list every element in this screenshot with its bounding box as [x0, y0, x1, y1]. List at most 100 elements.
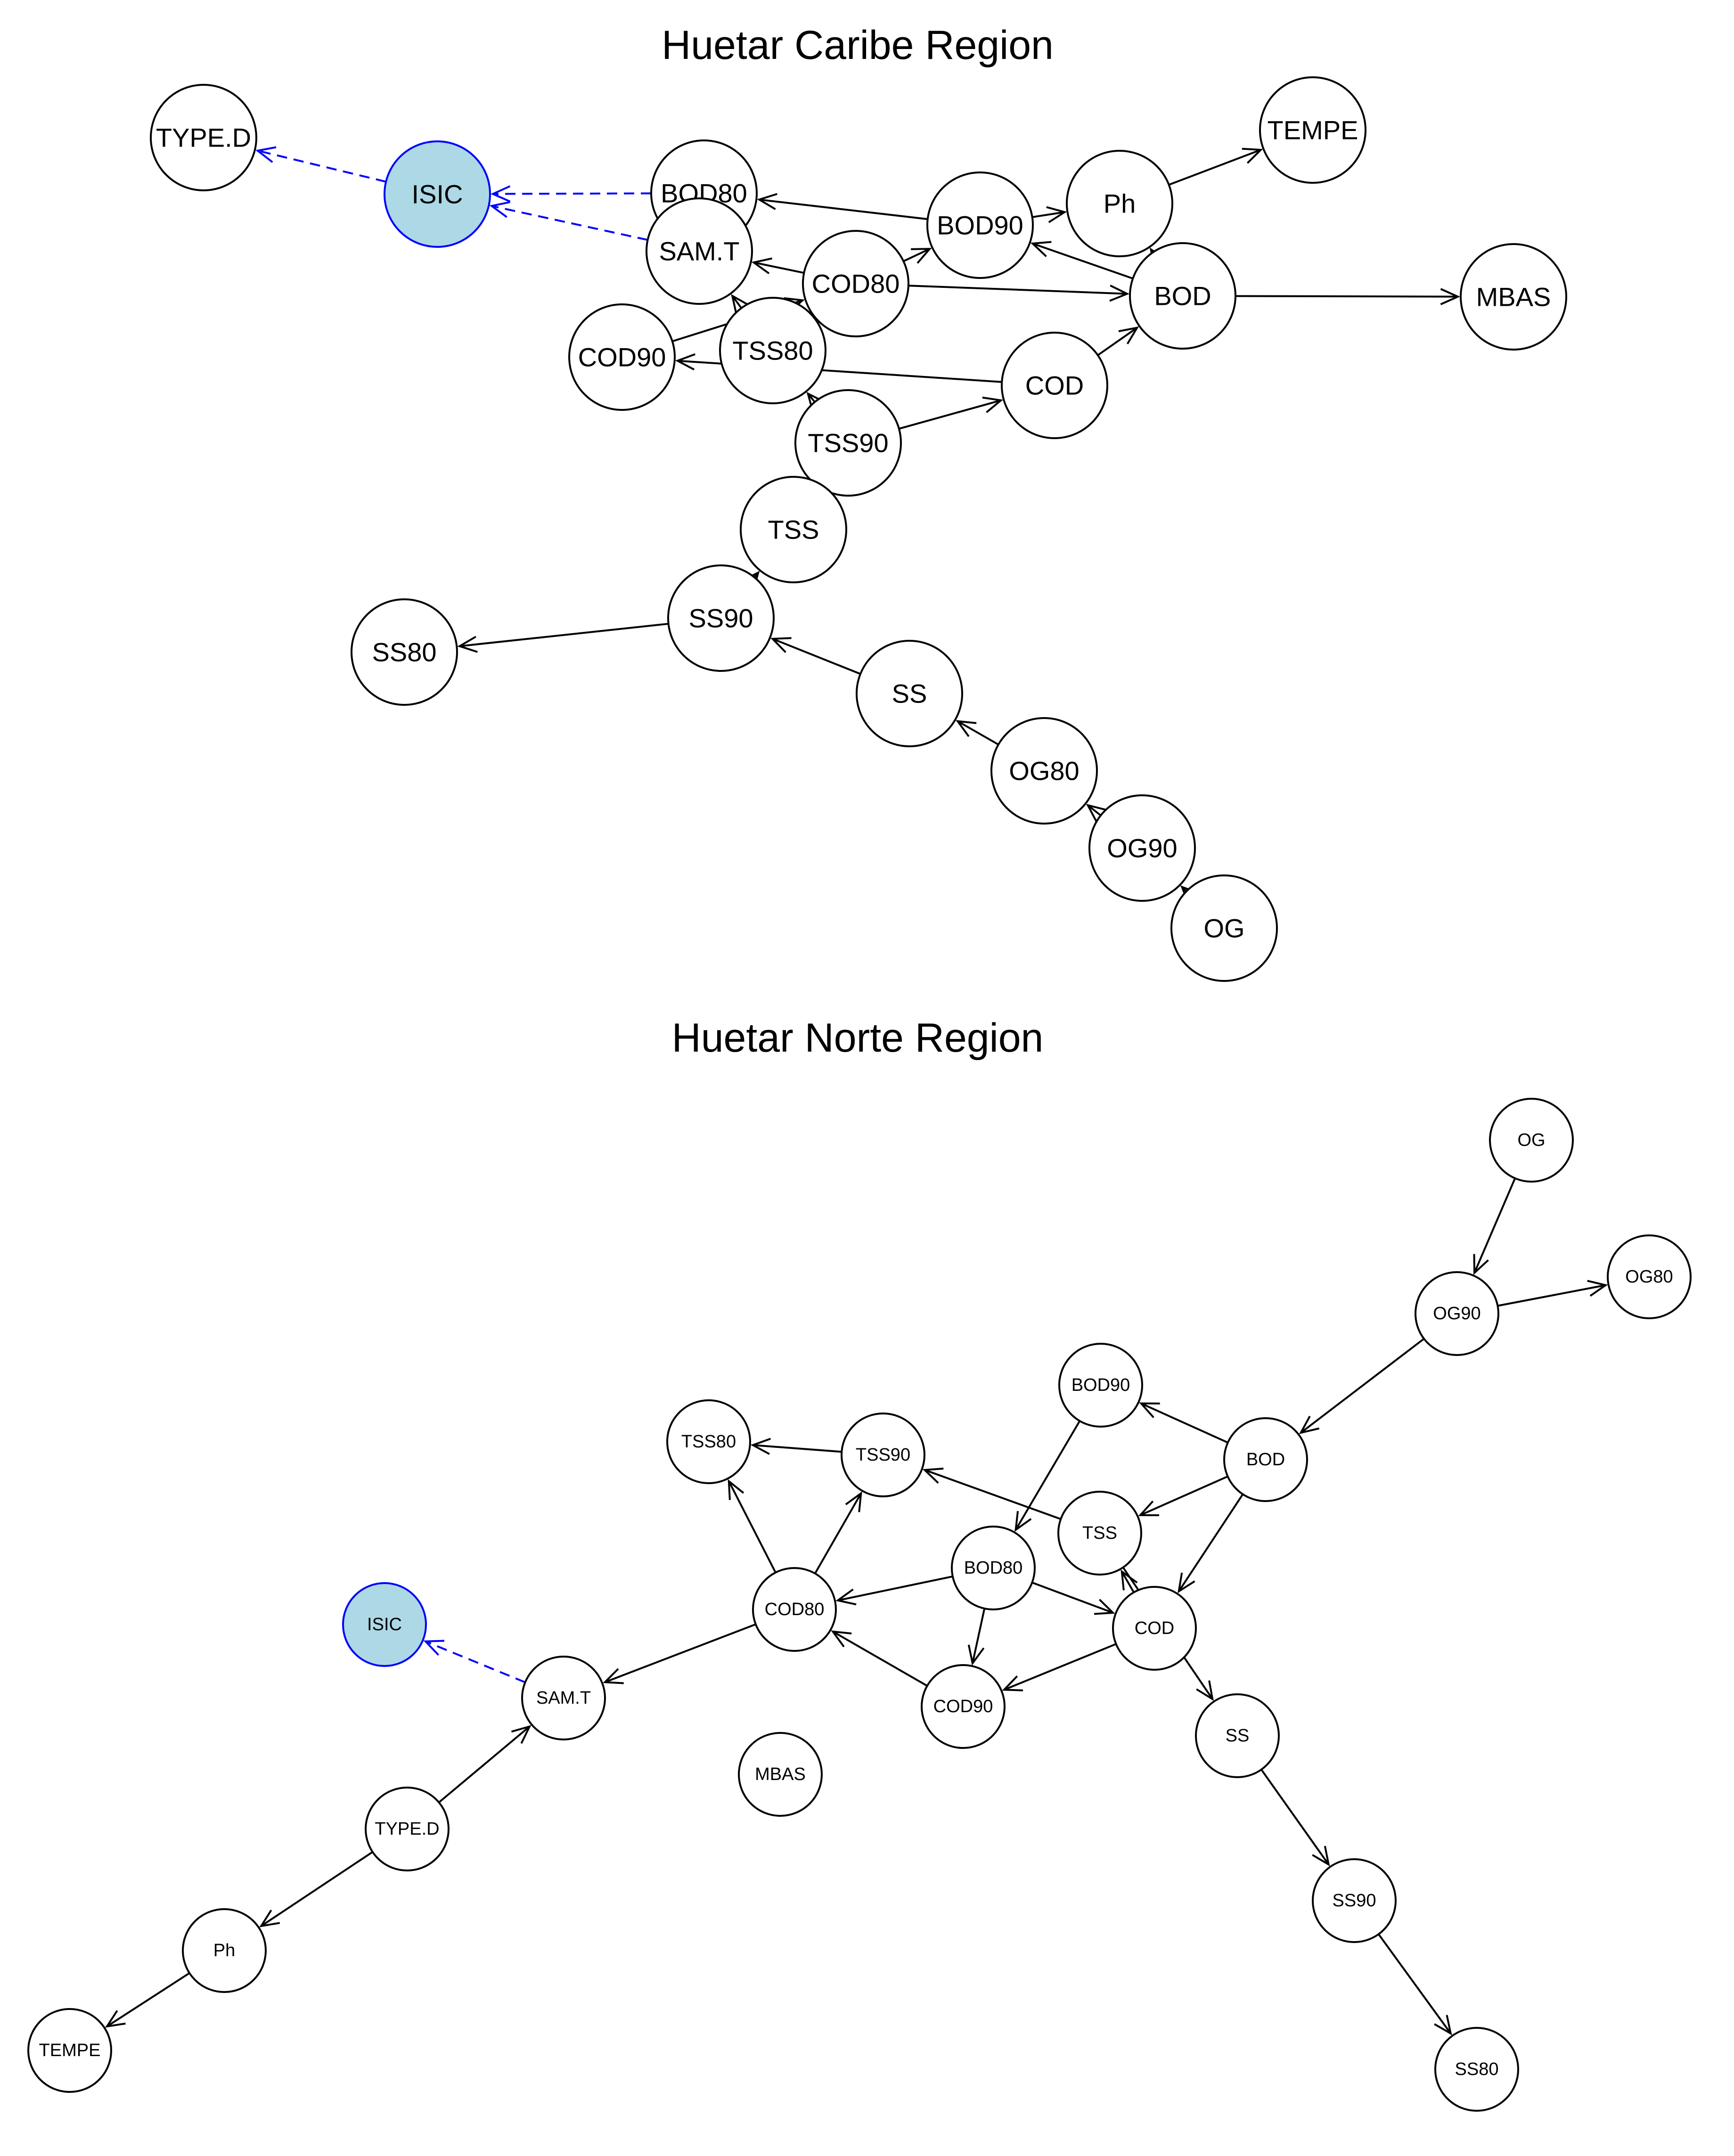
node-circle: [719, 297, 826, 404]
node-cod80: COD80: [752, 1567, 837, 1652]
node-circle: [1066, 150, 1173, 257]
node-circle: [1489, 1098, 1574, 1183]
node-circle: [351, 598, 458, 706]
node-label: TSS90: [808, 428, 888, 458]
caribe-title: Huetar Caribe Region: [662, 23, 1054, 68]
norte-title: Huetar Norte Region: [672, 1015, 1044, 1061]
node-label: COD: [1135, 1618, 1174, 1638]
edge-cod80-to-sam-t: [751, 257, 804, 275]
node-circle: [182, 1908, 267, 1993]
node-bod90: BOD90: [1058, 1343, 1143, 1428]
node-circle: [856, 640, 963, 747]
edge-cod-to-tss: [1121, 1569, 1138, 1593]
node-bod90: BOD90: [926, 172, 1034, 279]
node-circle: [568, 303, 676, 411]
node-label: TEMPE: [1268, 115, 1358, 145]
edge-tss90-to-tss80: [750, 1437, 842, 1455]
edge-cod80-to-tss90: [814, 1491, 862, 1574]
node-bod: BOD: [1129, 242, 1236, 350]
node-og90: OG90: [1415, 1271, 1499, 1356]
edge-cod80-to-sam-t: [603, 1623, 756, 1684]
edge-ss90-to-ss80: [457, 622, 669, 653]
norte-nodes: OGOG90OG80BOD90BODTSS80TSS90TSSBOD80ISIC…: [27, 1098, 1692, 2112]
node-tss80: TSS80: [666, 1399, 751, 1484]
node-label: SAM.T: [536, 1688, 591, 1708]
node-circle: [666, 1399, 751, 1484]
node-label: BOD90: [937, 211, 1023, 240]
node-cod90: COD90: [921, 1664, 1006, 1749]
edge-bod80-to-cod80: [835, 1576, 953, 1606]
edge-type-d-to-ph: [259, 1851, 373, 1927]
caribe-edges: [255, 146, 1460, 905]
edge-sam-t-to-isic: [489, 201, 648, 241]
node-circle: [342, 1582, 427, 1667]
node-tss90: TSS90: [794, 389, 902, 497]
node-circle: [521, 1656, 606, 1740]
node-og80: OG80: [990, 717, 1098, 825]
node-label: OG90: [1107, 833, 1177, 863]
edge-bod80-to-cod: [1031, 1581, 1115, 1615]
node-cod80: COD80: [802, 230, 909, 337]
node-circle: [1195, 1693, 1280, 1778]
node-circle: [1434, 2027, 1519, 2112]
node-isic: ISIC: [342, 1582, 427, 1667]
edge-og90-to-og80: [1086, 804, 1106, 823]
node-tempe: TEMPE: [27, 2008, 112, 2093]
node-label: COD90: [933, 1697, 993, 1716]
edge-bod90-to-bod80: [757, 193, 928, 220]
node-cod: COD: [1112, 1586, 1197, 1671]
node-circle: [841, 1413, 925, 1497]
node-tss90: TSS90: [841, 1413, 925, 1497]
node-circle: [1058, 1343, 1143, 1428]
node-ss80: SS80: [351, 598, 458, 706]
edge-cod80-to-bod90: [903, 248, 932, 264]
edge-ss90-to-ss80: [1378, 1934, 1452, 2035]
node-ss: SS: [856, 640, 963, 747]
edge-isic-to-type-d: [255, 146, 386, 183]
node-circle: [926, 172, 1034, 279]
node-circle: [802, 230, 909, 337]
node-type-d: TYPE.D: [365, 1787, 450, 1871]
node-label: MBAS: [1476, 282, 1551, 312]
node-label: COD90: [578, 343, 666, 372]
node-circle: [1088, 794, 1196, 902]
edge-bod-to-mbas: [1235, 288, 1460, 305]
node-isic: ISIC: [384, 140, 491, 248]
node-bod80: BOD80: [951, 1526, 1036, 1610]
node-circle: [1415, 1271, 1499, 1356]
node-circle: [27, 2008, 112, 2093]
node-circle: [1057, 1491, 1142, 1576]
node-label: TYPE.D: [375, 1819, 439, 1839]
node-ss80: SS80: [1434, 2027, 1519, 2112]
node-label: SAM.T: [659, 237, 739, 266]
node-tss80: TSS80: [719, 297, 826, 404]
node-label: ISIC: [412, 180, 463, 209]
node-og: OG: [1489, 1098, 1574, 1183]
node-label: TSS80: [732, 336, 813, 366]
node-circle: [990, 717, 1098, 825]
node-circle: [1129, 242, 1236, 350]
edge-ss-to-ss90: [770, 637, 861, 675]
node-tss: TSS: [1057, 1491, 1142, 1576]
node-label: TEMPE: [39, 2041, 101, 2060]
edge-bod80-to-isic: [491, 185, 652, 203]
node-label: Ph: [213, 1941, 235, 1960]
edge-tss-to-tss90: [922, 1467, 1061, 1520]
edge-bod-to-bod90: [1139, 1402, 1228, 1444]
node-tss: TSS: [740, 476, 847, 583]
edge-og80-to-ss: [956, 720, 999, 746]
edge-ph-to-tempe: [1168, 147, 1263, 186]
node-bod: BOD: [1223, 1417, 1308, 1502]
node-ph: Ph: [1066, 150, 1173, 257]
node-circle: [384, 140, 491, 248]
node-circle: [794, 389, 902, 497]
node-label: SS90: [689, 604, 753, 633]
node-circle: [150, 84, 257, 191]
node-circle: [667, 564, 775, 672]
node-circle: [951, 1526, 1036, 1610]
node-label: OG: [1203, 914, 1244, 943]
node-label: COD: [1025, 371, 1084, 400]
